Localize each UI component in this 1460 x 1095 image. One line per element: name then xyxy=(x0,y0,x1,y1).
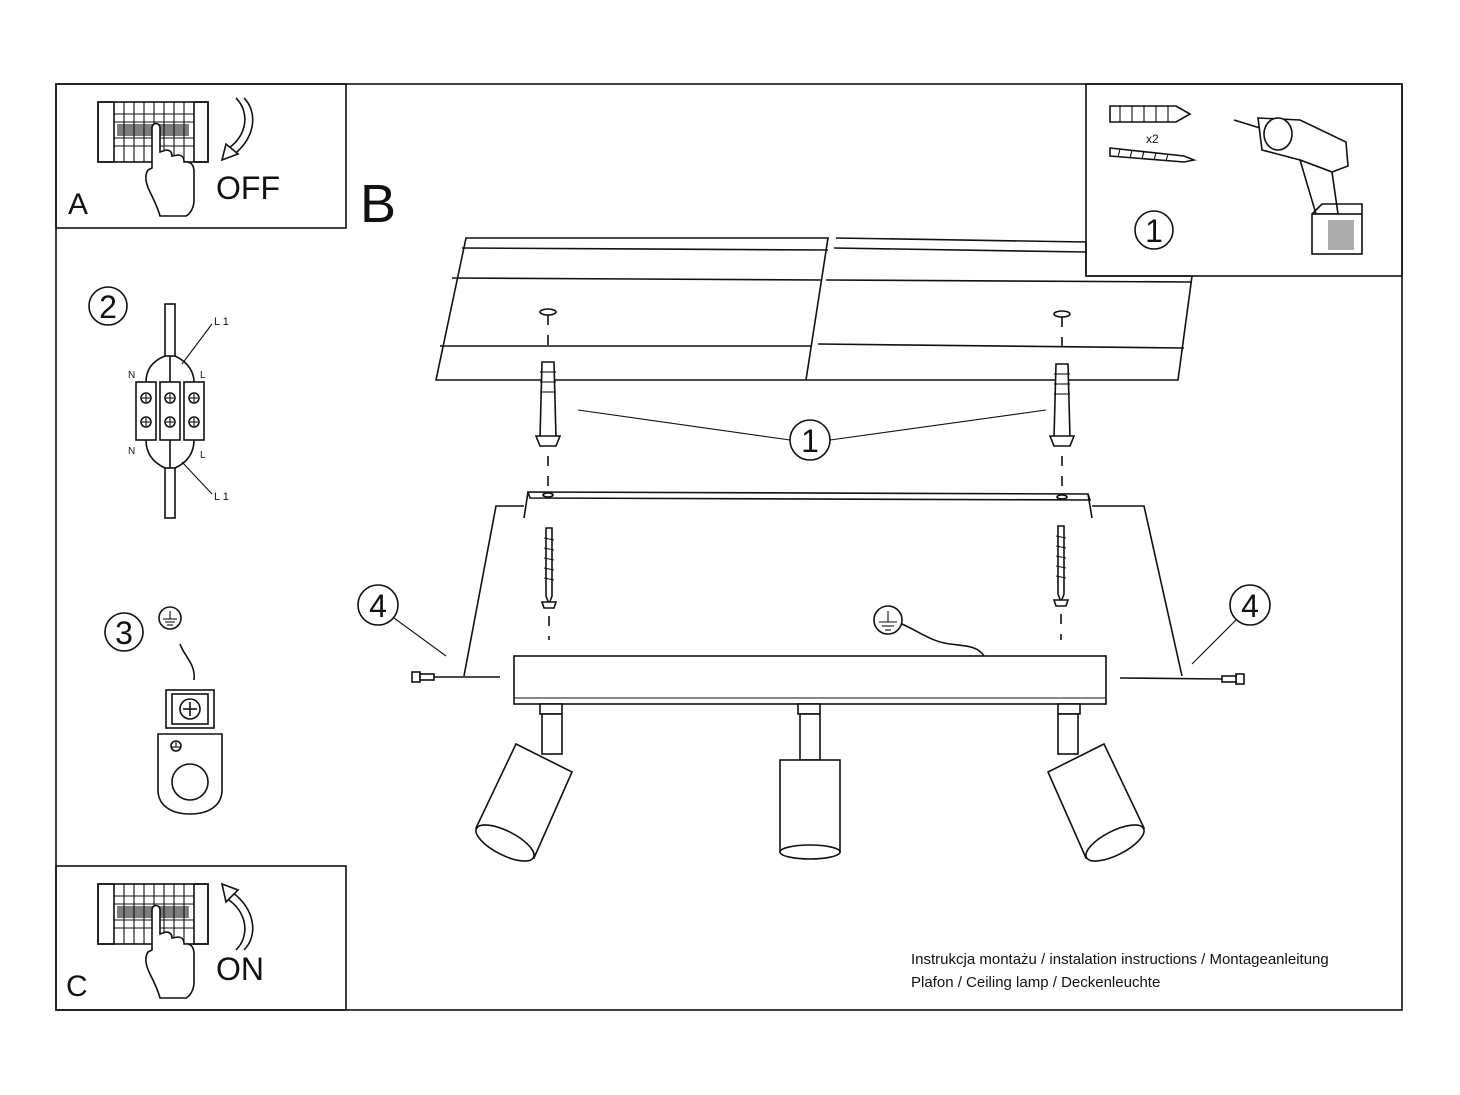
dowel-callout-number: 1 xyxy=(801,423,819,459)
panel-c-letter: C xyxy=(66,970,88,1003)
tools-step-number: 1 xyxy=(1145,213,1163,249)
lamp-base-bar xyxy=(513,655,1107,705)
side-screw-right xyxy=(1119,673,1245,685)
panel-b: B xyxy=(357,174,1329,991)
wire-label-n-bottom: N xyxy=(128,446,135,457)
step-3-circle xyxy=(104,612,144,652)
screw-callout-right-circle xyxy=(1229,584,1271,626)
hand-icon xyxy=(145,122,195,217)
arrow-up-icon xyxy=(231,891,254,951)
screw-left xyxy=(540,527,558,640)
screw-icon xyxy=(1109,147,1197,163)
tools-step-circle xyxy=(1134,210,1174,250)
tools-panel-frame xyxy=(1085,83,1403,277)
arrow-down-icon xyxy=(231,97,254,157)
wall-plug-right xyxy=(1048,363,1076,490)
panel-b-letter: B xyxy=(360,174,396,234)
panel-c-on-label: ON xyxy=(216,951,264,987)
drill-icon xyxy=(1233,117,1363,255)
ground-symbol-icon xyxy=(158,606,182,630)
panel-a-frame xyxy=(55,83,347,229)
tools-panel: x2 1 xyxy=(1109,105,1363,255)
step-3-number: 3 xyxy=(115,615,133,651)
side-screw-left xyxy=(411,671,500,683)
spotlight-center xyxy=(779,703,841,860)
footer-line-2: Plafon / Ceiling lamp / Deckenleuchte xyxy=(911,974,1160,991)
wire-label-n-top: N xyxy=(128,370,135,381)
panel-a: A OFF xyxy=(68,97,280,221)
wire-label-l-bottom: L xyxy=(200,450,206,461)
panel-c: C ON xyxy=(66,882,264,1003)
screw-callout-left-circle xyxy=(357,584,399,626)
wall-plug-left xyxy=(534,361,562,490)
spotlight-right xyxy=(1046,703,1146,862)
ground-symbol-icon xyxy=(873,605,985,657)
terminal-block-icon xyxy=(135,381,205,441)
wire-label-l-top: L xyxy=(200,370,206,381)
wire-label-l1-top: L 1 xyxy=(214,316,229,328)
cable-bottom xyxy=(164,467,176,519)
tools-quantity: x2 xyxy=(1146,132,1159,146)
screw-callout-left-number: 4 xyxy=(369,588,387,624)
ground-connection: 3 xyxy=(104,606,223,815)
step-2-circle xyxy=(88,286,128,326)
panel-a-letter: A xyxy=(68,188,88,221)
step-2-number: 2 xyxy=(99,289,117,325)
panel-c-frame xyxy=(55,865,347,1011)
spotlight-left xyxy=(474,703,574,862)
outer-frame xyxy=(55,83,1403,1011)
wall-plug-icon xyxy=(1109,105,1192,123)
wiring-diagram: 2 L 1 N L N L L 1 xyxy=(88,286,229,519)
hand-icon xyxy=(145,904,195,999)
screw-right xyxy=(1052,525,1070,640)
screw-callout-right-number: 4 xyxy=(1241,588,1259,624)
ground-terminal-icon xyxy=(157,689,223,815)
cable-top xyxy=(164,303,176,357)
panel-a-off-label: OFF xyxy=(216,170,280,206)
wire-label-l1-bottom: L 1 xyxy=(214,491,229,503)
footer-line-1: Instrukcja montażu / instalation instruc… xyxy=(911,951,1329,968)
mounting-bracket xyxy=(523,491,1093,519)
ceiling xyxy=(435,237,1193,381)
